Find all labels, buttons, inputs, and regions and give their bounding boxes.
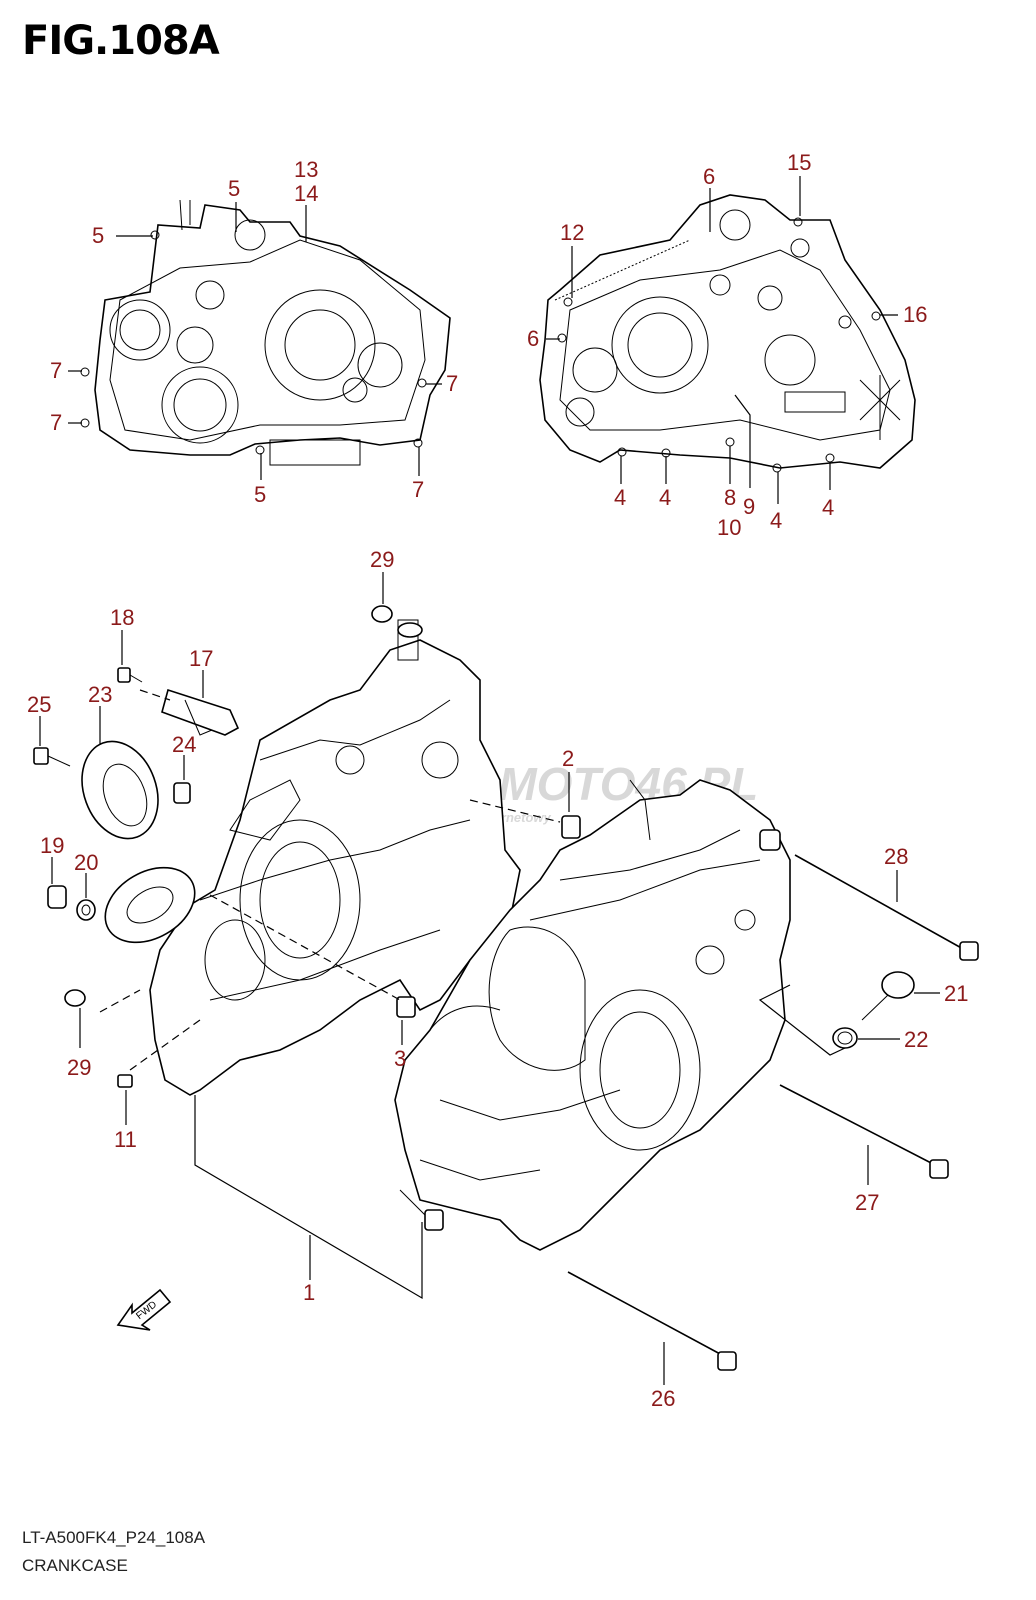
callout-22: 22 (904, 1027, 928, 1052)
callout-17: 17 (189, 646, 213, 671)
callout-14: 14 (294, 181, 318, 206)
callout-10: 10 (717, 515, 741, 540)
callout-5: 5 (254, 482, 266, 507)
fwd-arrow: FWD (116, 1288, 172, 1331)
callout-21: 21 (944, 981, 968, 1006)
callout-1: 1 (303, 1280, 315, 1305)
callout-15: 15 (787, 150, 811, 175)
callout-7: 7 (50, 358, 62, 383)
callout-5: 5 (92, 223, 104, 248)
left-crankcase-half-view (80, 199, 451, 466)
callout-19: 19 (40, 833, 64, 858)
callout-27: 27 (855, 1190, 879, 1215)
callout-20: 20 (74, 850, 98, 875)
callout-24: 24 (172, 732, 196, 757)
diagram-code: LT-A500FK4_P24_108A (22, 1528, 206, 1547)
leader-lines (39, 176, 940, 1385)
callout-2: 2 (562, 746, 574, 771)
callout-29: 29 (67, 1055, 91, 1080)
crankcase-assembly (104, 619, 791, 1251)
callout-12: 12 (560, 220, 584, 245)
callout-4: 4 (822, 495, 834, 520)
callout-4: 4 (770, 508, 782, 533)
callout-23: 23 (88, 682, 112, 707)
callout-3: 3 (394, 1046, 406, 1071)
callout-4: 4 (614, 485, 626, 510)
callout-6: 6 (703, 164, 715, 189)
small-parts (33, 605, 979, 1371)
callout-7: 7 (50, 410, 62, 435)
diagram-name: CRANKCASE (22, 1556, 128, 1575)
callout-numbers: 5 13 14 5 7 7 7 7 5 12 6 15 6 16 4 4 8 9… (27, 150, 968, 1411)
callout-25: 25 (27, 692, 51, 717)
callout-8: 8 (724, 485, 736, 510)
callout-18: 18 (110, 605, 134, 630)
callout-29: 29 (370, 547, 394, 572)
right-crankcase-half-view (539, 194, 916, 473)
callout-16: 16 (903, 302, 927, 327)
callout-7: 7 (412, 477, 424, 502)
callout-28: 28 (884, 844, 908, 869)
figure-title: FIG.108A (22, 18, 220, 64)
callout-5: 5 (228, 176, 240, 201)
callout-11: 11 (114, 1127, 137, 1152)
callout-7: 7 (446, 371, 458, 396)
callout-6: 6 (527, 326, 539, 351)
callout-9: 9 (743, 494, 755, 519)
callout-4: 4 (659, 485, 671, 510)
callout-13: 13 (294, 157, 318, 182)
callout-26: 26 (651, 1386, 675, 1411)
